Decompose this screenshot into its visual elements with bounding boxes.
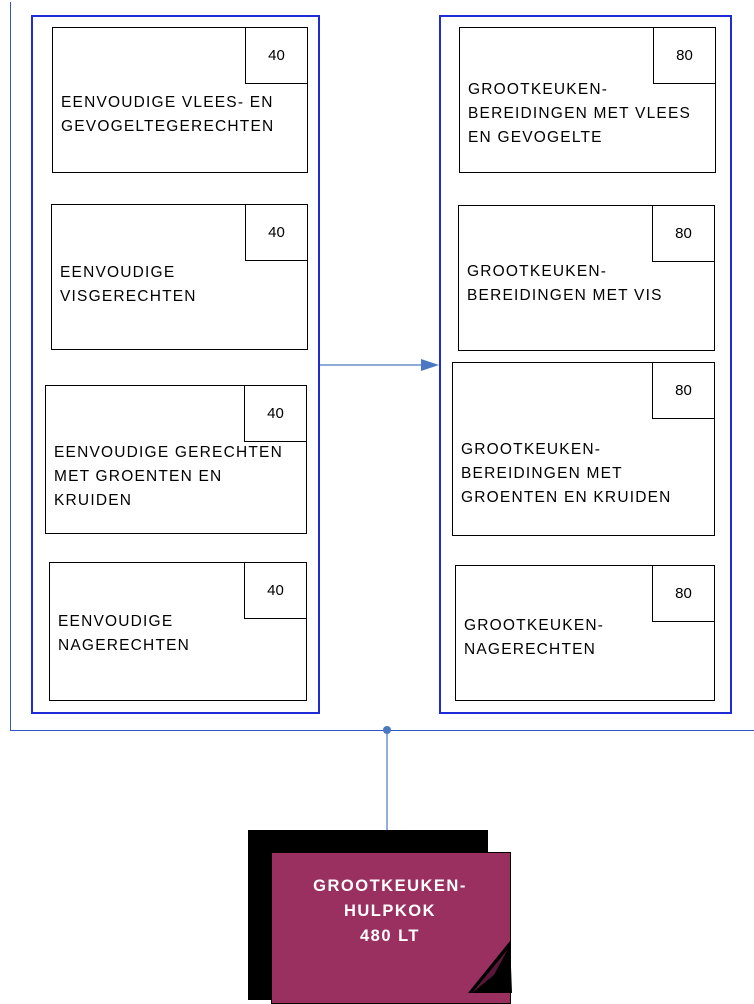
result-title: GROOTKEUKEN- HULPKOK 480 LT bbox=[271, 874, 509, 949]
left-column bbox=[31, 15, 320, 714]
left-box-3: 40 EENVOUDIGE GERECHTEN MET GROENTEN EN … bbox=[45, 385, 307, 534]
module-label: GROOTKEUKEN- BEREIDINGEN MET VLEES EN GE… bbox=[468, 81, 692, 146]
module-label: GROOTKEUKEN- BEREIDINGEN MET GROENTEN EN… bbox=[461, 441, 672, 506]
credits-value: 40 bbox=[245, 28, 307, 84]
credits-value: 80 bbox=[652, 363, 714, 419]
arrowhead-icon bbox=[421, 359, 439, 371]
module-label: GROOTKEUKEN- NAGERECHTEN bbox=[464, 617, 605, 658]
module-label: EENVOUDIGE GERECHTEN MET GROENTEN EN KRU… bbox=[54, 444, 283, 509]
left-box-4: 40 EENVOUDIGE NAGERECHTEN bbox=[49, 562, 307, 701]
outer-frame bbox=[10, 2, 754, 731]
module-label: GROOTKEUKEN- BEREIDINGEN MET VIS bbox=[467, 263, 663, 304]
credits-value: 80 bbox=[652, 206, 714, 262]
left-box-2: 40 EENVOUDIGE VISGERECHTEN bbox=[51, 204, 308, 350]
right-box-1: 80 GROOTKEUKEN- BEREIDINGEN MET VLEES EN… bbox=[459, 27, 716, 173]
module-label: EENVOUDIGE NAGERECHTEN bbox=[58, 613, 191, 654]
result-line-3: 480 LT bbox=[359, 927, 421, 945]
module-label: EENVOUDIGE VISGERECHTEN bbox=[60, 264, 197, 305]
result-line-2: HULPKOK bbox=[343, 902, 437, 920]
left-box-1: 40 EENVOUDIGE VLEES- EN GEVOGELTEGERECHT… bbox=[52, 27, 308, 173]
junction-dot bbox=[383, 726, 391, 734]
module-label: EENVOUDIGE VLEES- EN GEVOGELTEGERECHTEN bbox=[61, 94, 275, 135]
result-document bbox=[271, 852, 511, 1004]
right-column bbox=[439, 15, 732, 714]
credits-value: 40 bbox=[244, 563, 306, 619]
credits-value: 40 bbox=[244, 386, 306, 442]
credits-value: 40 bbox=[245, 205, 307, 261]
right-box-2: 80 GROOTKEUKEN- BEREIDINGEN MET VIS bbox=[458, 205, 715, 351]
result-line-1: GROOTKEUKEN- bbox=[313, 877, 467, 895]
credits-value: 80 bbox=[653, 28, 715, 84]
right-box-3: 80 GROOTKEUKEN- BEREIDINGEN MET GROENTEN… bbox=[452, 362, 715, 536]
right-box-4: 80 GROOTKEUKEN- NAGERECHTEN bbox=[455, 565, 715, 701]
page-curl-icon bbox=[468, 941, 512, 993]
credits-value: 80 bbox=[652, 566, 714, 622]
